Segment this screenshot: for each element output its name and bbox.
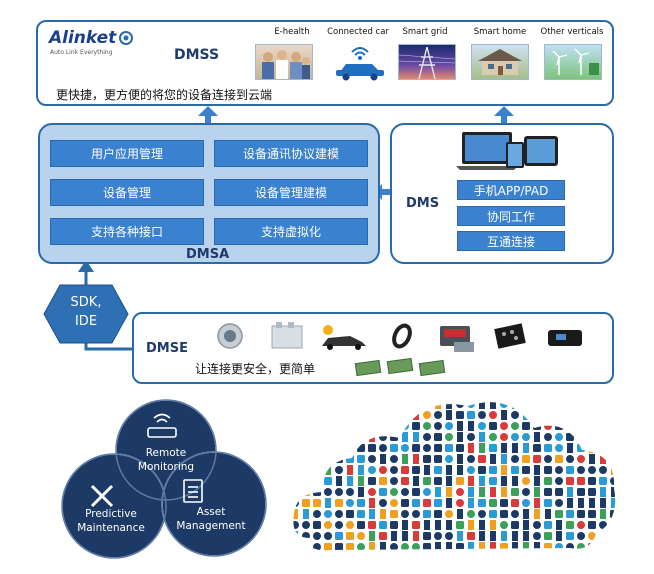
dmss-slogan: 更快捷，更方便的将您的设备连接到云端: [56, 88, 273, 102]
dmse-slogan: 让连接更安全，更简单: [195, 362, 316, 376]
wristband-icon: [392, 323, 412, 349]
venn-label-asset-1: Asset: [196, 506, 226, 518]
hexagon-shape: [43, 284, 129, 344]
wind-farm-photo-icon: [552, 48, 599, 75]
dmsa-button-protocol-modeling[interactable]: 设备通讯协议建模: [214, 140, 368, 167]
vertical-label-ehealth: E-health: [274, 27, 310, 37]
venn-label-predictive-1: Predictive: [85, 508, 137, 520]
pcb-module-icon: [354, 357, 446, 377]
logo-swirl-icon: [119, 31, 133, 45]
venn-label-predictive-2: Maintenance: [77, 522, 145, 534]
vertical-label-other: Other verticals: [540, 27, 604, 37]
dms-button-interconnect[interactable]: 互通连接: [457, 231, 565, 251]
dmss-title: DMSS: [174, 47, 220, 63]
arrow-dmsa-to-dmss: [198, 106, 218, 124]
family-photo-icon: [262, 50, 310, 79]
car-signal-icon: [332, 42, 388, 82]
dmsa-button-virtualization[interactable]: 支持虚拟化: [214, 218, 368, 245]
device-cloud-icon: [293, 402, 616, 551]
dmsa-button-device-mgmt-modeling[interactable]: 设备管理建模: [214, 179, 368, 206]
arrow-dms-to-dmss: [494, 106, 514, 124]
tools-icon: [90, 484, 114, 508]
alinket-logo: Alinket Auto Link Everything: [47, 28, 137, 62]
dmse-device-row: [217, 322, 582, 377]
laptop-tablet-icon: [456, 132, 558, 170]
dms-button-collaboration[interactable]: 协同工作: [457, 206, 565, 226]
power-tower-photo-icon: [398, 46, 456, 80]
clipboard-icon: [183, 479, 203, 503]
dms-title: DMS: [406, 196, 440, 211]
smart-home-thumbnail: [471, 44, 529, 80]
router-icon: [147, 413, 177, 438]
industrial-unit-icon: [271, 322, 303, 349]
venn-label-remote-2: Monitoring: [137, 461, 195, 473]
vertical-label-smart-home: Smart home: [473, 27, 527, 37]
meter-icon: [217, 323, 243, 349]
sdk-ide-hexagon[interactable]: SDK, IDE: [43, 284, 129, 344]
dms-button-mobile-app[interactable]: 手机APP/PAD: [457, 180, 565, 200]
logo-text: Alinket: [49, 28, 117, 48]
venn-diagram: [61, 399, 267, 559]
house-photo-icon: [478, 49, 522, 75]
dmsa-title: DMSA: [186, 247, 230, 262]
devices-image: [452, 130, 562, 176]
ide-label: IDE: [74, 314, 98, 329]
dmsa-button-user-app-mgmt[interactable]: 用户应用管理: [50, 140, 204, 167]
vertical-label-smart-grid: Smart grid: [402, 27, 448, 37]
dmse-title: DMSE: [146, 341, 188, 356]
dmsa-button-interfaces[interactable]: 支持各种接口: [50, 218, 204, 245]
car-icon: [322, 325, 366, 350]
other-verticals-thumbnail: [544, 44, 602, 80]
chip-icon: [494, 323, 526, 349]
venn-label-asset-2: Management: [176, 520, 246, 532]
sdk-label: SDK,: [70, 295, 102, 310]
terminal-icon: [440, 326, 474, 352]
logo-tagline: Auto Link Everything: [50, 49, 113, 56]
module-icon: [548, 330, 582, 346]
vertical-label-connected-car: Connected car: [327, 27, 389, 37]
venn-label-remote-1: Remote: [145, 447, 187, 459]
ehealth-thumbnail: [255, 44, 313, 80]
dmsa-button-device-mgmt[interactable]: 设备管理: [50, 179, 204, 206]
smart-grid-thumbnail: [398, 44, 456, 80]
